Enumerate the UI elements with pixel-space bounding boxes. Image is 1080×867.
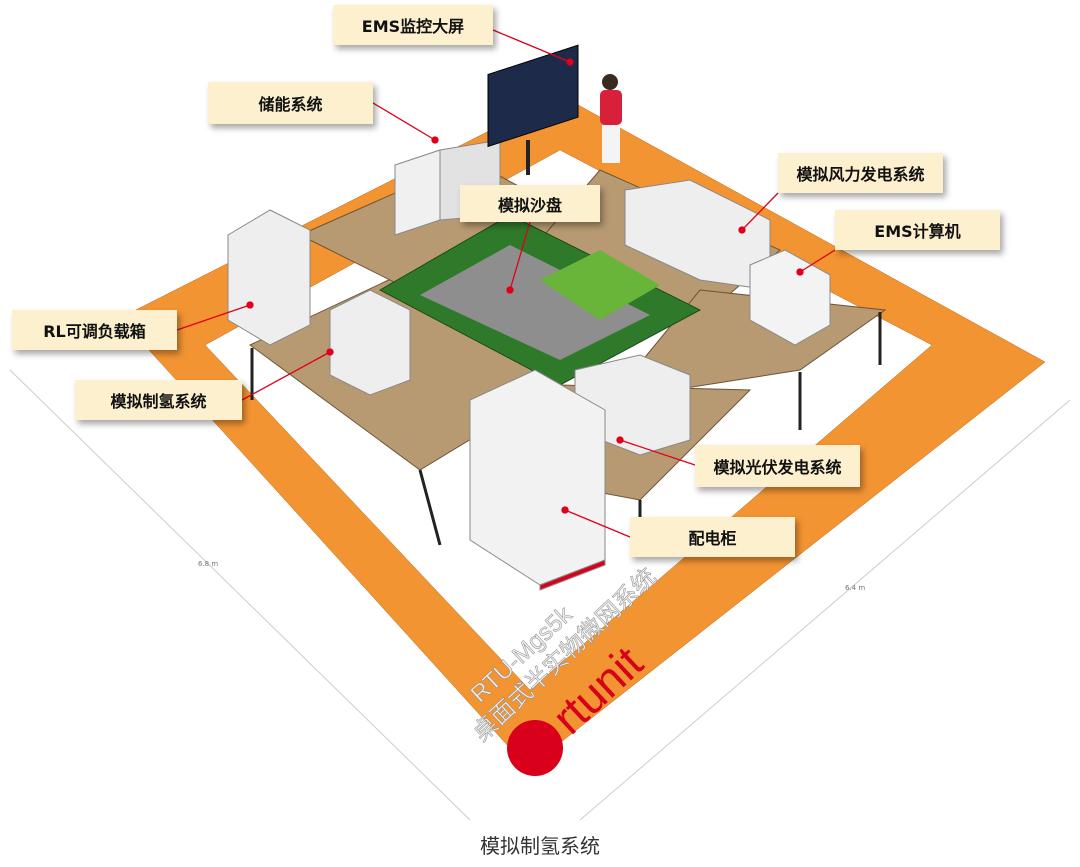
callout-wind: 模拟风力发电系统 (778, 153, 943, 193)
callout-rl-load: RL可调负载箱 (12, 310, 177, 350)
dimension-left: 6.8 m (198, 560, 218, 568)
ems-monitor-screen (487, 44, 579, 148)
dimension-right: 6.4 m (845, 584, 865, 592)
callout-storage: 储能系统 (208, 82, 373, 124)
callout-pv: 模拟光伏发电系统 (695, 445, 860, 487)
figure-caption: 模拟制氢系统 (480, 834, 600, 858)
leader-lines (176, 29, 836, 538)
callout-ems-screen: EMS监控大屏 (333, 5, 493, 45)
callout-ems-computer: EMS计算机 (835, 210, 1000, 250)
sandbox-grass (540, 250, 660, 320)
callout-sandbox: 模拟沙盘 (460, 185, 600, 222)
dimension-lines (9, 369, 1071, 821)
person-figure (600, 74, 622, 163)
callout-distribution: 配电柜 (630, 517, 795, 557)
sandbox-roads (420, 245, 650, 360)
rtunit-logo-icon (507, 720, 563, 776)
callout-hydrogen: 模拟制氢系统 (75, 380, 242, 420)
